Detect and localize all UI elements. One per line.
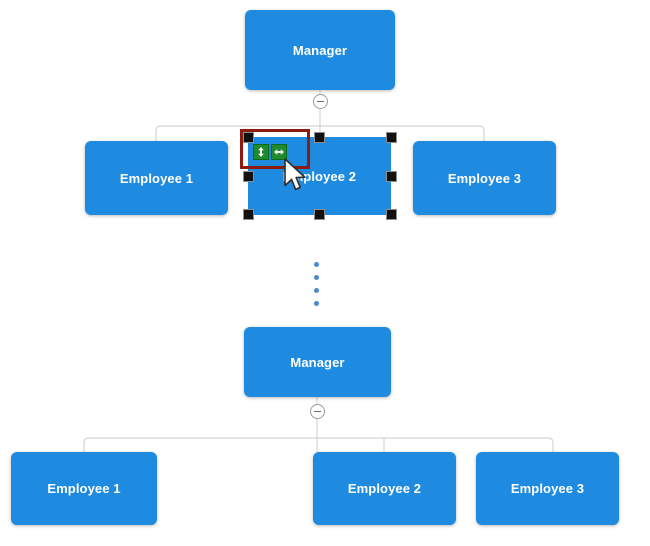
- selection-handle-bottom-right[interactable]: [386, 209, 397, 220]
- collapse-button-before[interactable]: [313, 94, 328, 109]
- separator-dots: [314, 262, 319, 314]
- separator-dot: [314, 275, 319, 280]
- collapse-button-after[interactable]: [310, 404, 325, 419]
- node-label: Employee 1: [47, 481, 121, 496]
- node-label: Employee 2: [282, 168, 357, 184]
- resize-toolbar[interactable]: [253, 144, 287, 160]
- node-employee-1-after[interactable]: Employee 1: [11, 452, 157, 525]
- separator-dot: [314, 262, 319, 267]
- selection-handle-middle-right[interactable]: [386, 171, 397, 182]
- selection-handle-bottom-left[interactable]: [243, 209, 254, 220]
- node-label: Employee 1: [119, 170, 194, 186]
- node-employee-2-after[interactable]: Employee 2: [313, 452, 456, 525]
- separator-dot: [314, 288, 319, 293]
- selection-handle-middle-left[interactable]: [243, 171, 254, 182]
- node-label: Employee 3: [510, 481, 585, 496]
- node-label: Employee 2: [347, 481, 422, 496]
- node-label: Manager: [292, 42, 348, 58]
- node-employee-1-before[interactable]: Employee 1: [85, 141, 228, 215]
- resize-horizontal-icon[interactable]: [271, 144, 287, 160]
- selection-handle-top-right[interactable]: [386, 132, 397, 143]
- node-manager-before[interactable]: Manager: [245, 10, 395, 90]
- separator-dot: [314, 301, 319, 306]
- node-manager-after[interactable]: Manager: [244, 327, 391, 397]
- minus-icon: [314, 411, 321, 412]
- node-label: Manager: [290, 354, 345, 370]
- node-label: Employee 3: [447, 170, 522, 186]
- minus-icon: [317, 101, 324, 102]
- node-employee-3-after[interactable]: Employee 3: [476, 452, 619, 525]
- resize-vertical-icon[interactable]: [253, 144, 269, 160]
- node-employee-3-before[interactable]: Employee 3: [413, 141, 556, 215]
- selection-handle-bottom-center[interactable]: [314, 209, 325, 220]
- selection-handle-top-center[interactable]: [314, 132, 325, 143]
